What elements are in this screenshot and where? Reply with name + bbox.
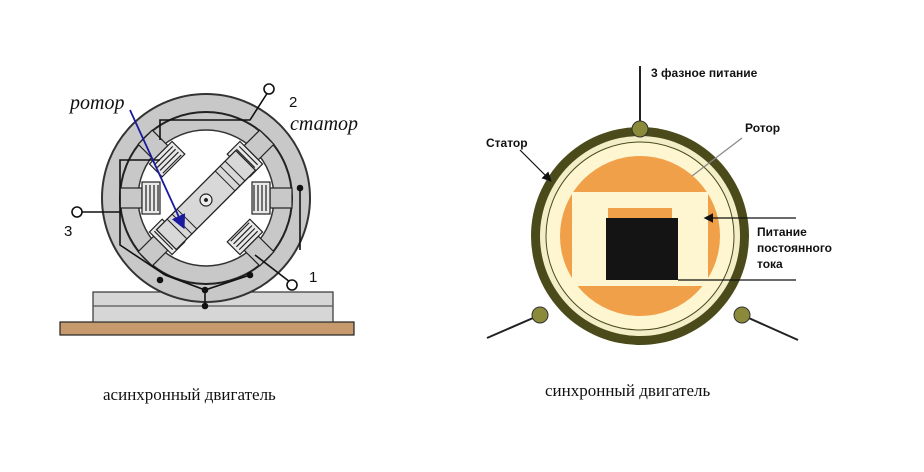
rotor-label: ротор	[68, 92, 124, 114]
terminal-1-node	[286, 279, 298, 291]
supply-node-left	[531, 306, 549, 324]
stator-wiring	[82, 91, 304, 310]
base-board	[59, 321, 355, 336]
stator-label: статор	[290, 113, 358, 135]
supply-node-top	[631, 120, 649, 138]
rotor-label: Ротор	[745, 121, 780, 135]
stator-label: Статор	[486, 136, 528, 150]
dc-label-line2: постоянного	[757, 241, 832, 255]
rotor-pointer-arrow	[129, 109, 186, 230]
terminal-3-label: 3	[64, 223, 72, 240]
terminal-2-label: 2	[289, 94, 297, 111]
sync-motor: 3 фазное питание Статор Ротор Питание по…	[486, 66, 832, 345]
terminal-3-node	[71, 206, 83, 218]
dc-label-line1: Питание	[757, 225, 807, 239]
dc-label-line3: тока	[757, 257, 783, 271]
async-motor-caption: асинхронный двигатель	[103, 385, 276, 404]
supply-node-right	[733, 306, 751, 324]
supply-label: 3 фазное питание	[651, 66, 758, 80]
rotor-leader	[691, 137, 743, 177]
rotor-core	[606, 218, 678, 280]
async-motor: ротор статор 2 3 1	[59, 83, 358, 336]
sync-motor-caption: синхронный двигатель	[545, 381, 711, 400]
terminal-2-node	[263, 83, 275, 95]
terminal-1-label: 1	[309, 269, 317, 286]
stator-leader	[519, 149, 552, 182]
